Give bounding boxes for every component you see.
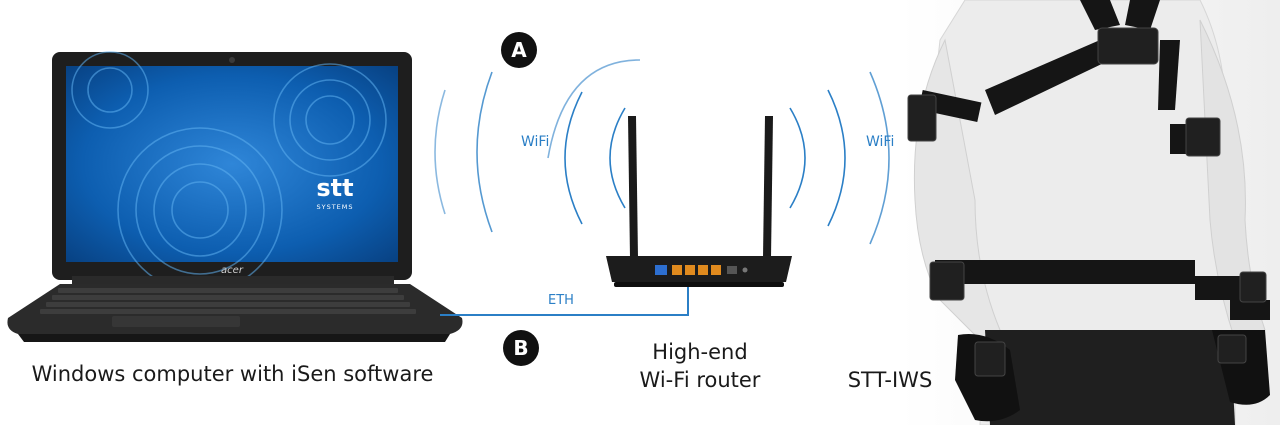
laptop-keyboard [40,288,416,314]
left-hand-sensor [974,341,1006,377]
forearm-sensor [929,261,965,301]
right-hand-sensor [1217,334,1247,364]
router-caption-line2: Wi-Fi router [639,368,761,392]
upper-arm-sensor [907,94,937,142]
person-with-sensors-illustration [900,0,1280,425]
laptop-caption: Windows computer with iSen software [31,362,434,386]
webcam-icon [229,57,235,63]
router-lan-ports [672,265,721,275]
right-forearm-sensor [1239,271,1267,303]
person-pants [985,330,1235,425]
laptop-touchpad [112,316,240,327]
router-caption-line1: High-end [652,340,748,364]
router-antenna-left [628,116,638,258]
imu-sensors [907,27,1267,377]
chest-sensor [1097,27,1159,65]
wifi-label-left: WiFi [521,134,550,150]
stt-logo-text: stt [316,174,353,202]
sensor-caption: STT-IWS [847,368,933,392]
right-arm-sensor [1185,117,1221,157]
router-antenna-right [763,116,773,258]
router-wan-port [655,265,667,275]
stt-logo-subtext: SYSTEMS [316,203,353,211]
wifi-signal-waves [434,59,890,245]
router-usb-port [727,266,737,274]
router-illustration [606,116,792,287]
router-caption: High-end Wi-Fi router [600,338,800,394]
eth-label: ETH [548,293,574,308]
badge-a: A [501,32,537,68]
eth-cable [440,283,689,316]
laptop-illustration: stt SYSTEMS acer [7,51,463,342]
laptop-screen [66,66,398,262]
wifi-label-right: WiFi [866,134,895,150]
laptop-brand-logo: acer [221,265,244,276]
badge-b: B [503,330,539,366]
